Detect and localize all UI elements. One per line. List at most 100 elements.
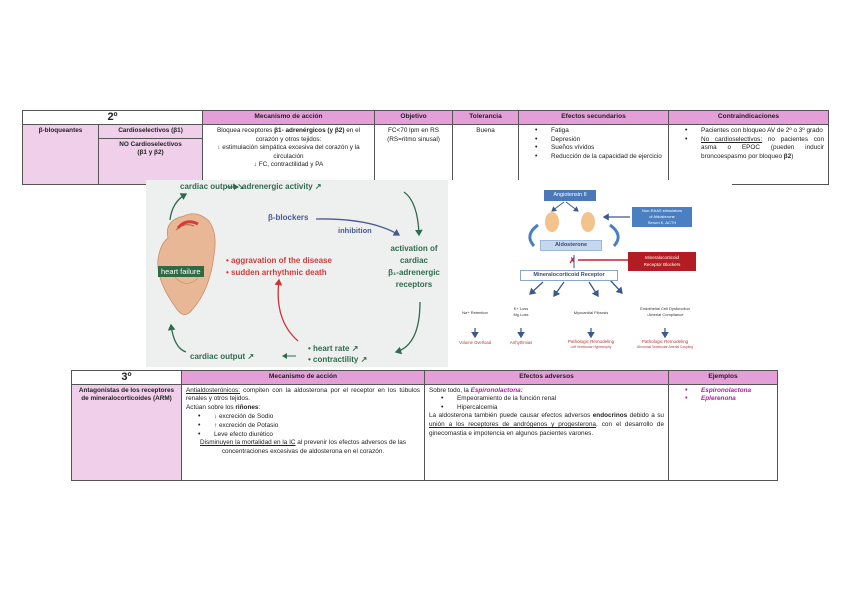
- heart-failure-label: heart failure: [158, 266, 204, 277]
- non-raas-line-1: Non-RAAS stimulators: [641, 208, 682, 213]
- side-effect-item: Depresión: [523, 136, 664, 145]
- mechanism-cell: Bloquea receptores β1- adrenérgicos (y β…: [202, 124, 376, 185]
- svg-text:✗: ✗: [569, 256, 576, 265]
- activation-line-4: receptors: [395, 280, 433, 289]
- contraindication-end: ): [791, 152, 794, 160]
- adverse-intro-text: Sobre todo, la: [429, 386, 471, 394]
- mechanism-bullet: Leve efecto diurético: [186, 431, 420, 440]
- header-examples: Ejemplos: [668, 370, 778, 385]
- beta-blockers-label: β-blockers: [268, 213, 309, 222]
- contraindication-text: no pacientes con asma o EPOC (pueden ind…: [701, 135, 825, 160]
- cause-line-1: Endothelial Cell Dysfunction: [640, 306, 690, 311]
- side-effects-cell: Fatiga Depresión Sueños vívidos Reducció…: [518, 124, 670, 185]
- adverse-intro: Sobre todo, la Espironolactona:: [429, 387, 664, 396]
- grade-label: 3º: [71, 370, 182, 385]
- cause-line-2: Mg Loss: [513, 312, 529, 317]
- mechanism-bullet: ↑ excreción de Potasio: [186, 422, 420, 431]
- result-line-2: Abnormal Ventricular-Arterial Coupling: [636, 344, 694, 349]
- cause-line-1: K+ Loss: [513, 306, 529, 311]
- mechanism-receptors: β1- adrenérgicos (y β2): [274, 127, 345, 134]
- outro-text: al prevenir los efectos adversos de las …: [221, 439, 407, 455]
- mra-table: 3º Mecanismo de acción Efectos adversos …: [71, 370, 778, 481]
- consequence-2: • sudden arrhythmic death: [226, 268, 327, 277]
- subtype-cardioselective: Cardioselectivos (β1): [97, 124, 204, 139]
- result-line-1: Pathologic Remodeling: [567, 339, 615, 344]
- header-contraindications: Contraindicaciones: [668, 110, 830, 125]
- figure-arrows: [157, 184, 423, 359]
- angiotensin-box: Angiotensin II: [544, 190, 596, 201]
- consequences: • aggravation of the disease • sudden ar…: [226, 255, 332, 279]
- header-side-effects: Efectos secundarios: [518, 110, 670, 125]
- heart-effects: • heart rate ↗ • contractility ↗: [308, 343, 367, 365]
- paragraph-post: , con el desarrollo de ginecomastia e im…: [429, 420, 665, 437]
- cardiac-output-increased: cardiac output ↗: [190, 352, 255, 361]
- contraindication-item: No cardioselectivos: no pacientes con as…: [673, 136, 824, 162]
- cardiac-output-decreased: cardiac output ↘: [180, 182, 245, 191]
- mortality-note: Disminuyen la mortalidad en la IC: [199, 439, 296, 447]
- activation-line-3: β₁-adrenergic: [388, 268, 440, 277]
- contractility-label: • contractility ↗: [308, 355, 368, 364]
- adverse-effects-cell: Sobre todo, la Espironolactona: Empeoram…: [424, 383, 669, 481]
- effect-result: Volume Overload: [458, 340, 492, 345]
- paragraph-pre: La aldosterona también puede causar efec…: [429, 412, 593, 420]
- arrow-right-down: [403, 191, 423, 237]
- mechanism-intro-text: compiten con la aldosterona por el recep…: [186, 386, 420, 403]
- heart-rate-label: • heart rate ↗: [308, 344, 359, 353]
- effect-result: Arrhythmias: [509, 340, 533, 345]
- side-effect-item: Sueños vívidos: [523, 144, 664, 153]
- drug-class: β-bloqueantes: [22, 124, 99, 185]
- mechanism-term: Antialdosterónicos:: [186, 386, 240, 394]
- non-raas-box: Non-RAAS stimulators of Aldosterone Seru…: [632, 207, 692, 227]
- activation-line-2: cardiac: [399, 256, 429, 265]
- target-pre: Actúan sobre los: [186, 403, 236, 411]
- mechanism-target: Actúan sobre los riñones:: [186, 404, 420, 413]
- adverse-drug: Espironolactona:: [470, 386, 523, 394]
- example-item: Eplerenona: [673, 395, 773, 404]
- effect-cause: Endothelial Cell Dysfunction ↓Arterial C…: [624, 306, 706, 318]
- mineralocorticoid-receptor-box: Mineralocorticoid Receptor: [520, 270, 618, 281]
- paragraph-endocrine: endocrinos: [592, 412, 628, 420]
- inhibition-arrow: [315, 218, 401, 236]
- header-mechanism: Mecanismo de acción: [181, 370, 425, 385]
- header-objective: Objetivo: [374, 110, 454, 125]
- aldosterone-pathway-figure: ✗ Angiotensin II Non-RAAS stimulators of…: [448, 180, 732, 367]
- header-adverse-effects: Efectos adversos: [424, 370, 669, 385]
- effect-result: Pathologic Remodeling Left Ventricular H…: [558, 339, 624, 350]
- objective-cell: FC<70 lpm en RS (RS=ritmo sinusal): [374, 124, 454, 185]
- contraindication-item: Pacientes con bloqueo AV de 2º o 3º grad…: [673, 127, 824, 136]
- example-item: Espironolactona: [673, 387, 773, 396]
- effect-cause: Na+ Retention: [462, 310, 488, 315]
- mr-blockers-line-1: Mineralocorticoid: [644, 255, 679, 260]
- mechanism-bullet: ↓ excreción de Sodio: [186, 413, 420, 422]
- contraindications-cell: Pacientes con bloqueo AV de 2º o 3º grad…: [668, 124, 830, 185]
- paragraph-mid: debido a su: [627, 412, 664, 420]
- mr-blockers-line-2: Receptor Blockers: [643, 262, 681, 267]
- inhibition-label: inhibition: [338, 226, 372, 235]
- adverse-paragraph: La aldosterona también puede causar efec…: [429, 412, 664, 438]
- mechanism-text: Bloquea receptores: [216, 127, 275, 134]
- mechanism-line-2: ↓ estimulación simpática excesiva del co…: [217, 144, 360, 160]
- non-raas-line-2: of Aldosterone: [649, 214, 675, 219]
- side-effect-item: Fatiga: [523, 127, 664, 136]
- effect-result: Pathologic Remodeling Abnormal Ventricul…: [628, 339, 702, 349]
- arrow-down-left: [167, 323, 187, 353]
- subtype-2-line-1: NO Cardioselectivos: [119, 140, 182, 148]
- target-organ: riñones: [235, 403, 259, 411]
- subtype-2-line-2: (β1 y β2): [137, 149, 164, 157]
- result-line-1: Pathologic Remodeling: [641, 339, 689, 344]
- arrow-up-left: [169, 193, 188, 221]
- subtype-non-cardioselective: NO Cardioselectivos (β1 y β2): [97, 137, 204, 185]
- consequence-1: • aggravation of the disease: [226, 256, 332, 265]
- adverse-bullet: Hipercalcemia: [429, 404, 664, 413]
- objective-line-1: FC<70 lpm en RS: [388, 127, 439, 134]
- effect-cause: K+ Loss Mg Loss: [503, 306, 539, 318]
- cause-line-2: ↓Arterial Compliance: [646, 312, 684, 317]
- paragraph-receptors: unión a los receptores de andrógenos y p…: [429, 420, 596, 428]
- mechanism-outro: Disminuyen la mortalidad en la IC al pre…: [186, 439, 420, 456]
- arrow-right-bottom: [394, 301, 421, 355]
- receptor-activation: activation of cardiac β₁-adrenergic rece…: [382, 243, 446, 291]
- effect-cause: Myocardial Fibrosis: [573, 310, 609, 315]
- contraindication-receptor: β2: [783, 152, 792, 160]
- red-arrow: [274, 278, 299, 342]
- side-effect-item: Reducción de la capacidad de ejercicio: [523, 153, 664, 162]
